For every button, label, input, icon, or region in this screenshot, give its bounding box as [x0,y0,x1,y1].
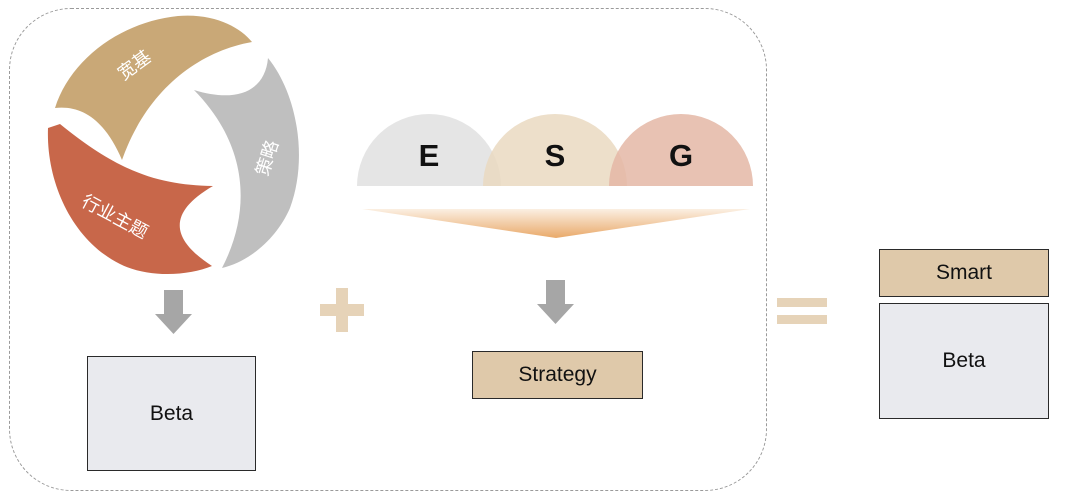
esg-semicircle-s [483,114,627,186]
plus-sign [320,288,364,332]
esg-funnel [362,209,750,238]
dashed-frame [9,8,767,491]
equals-sign [777,298,827,324]
esg-diagram: E S G [357,114,753,238]
beta-box-left: Beta [87,356,256,471]
esg-semicircle-g [609,114,753,186]
esg-letter-g: G [669,138,693,173]
beta-box-right: Beta [879,303,1049,419]
smart-box: Smart [879,249,1049,297]
cycle-segment-broad-base [55,15,252,161]
cycle-segment-industry-theme [47,124,214,274]
esg-semicircle-e [357,114,501,186]
esg-letter-e: E [419,138,440,173]
cycle-segment-strategy [194,58,299,268]
down-arrow-middle [537,280,574,324]
strategy-box: Strategy [472,351,643,399]
esg-letter-s: S [545,138,566,173]
down-arrow-left [155,290,192,334]
cycle-diagram: 宽基 策略 行业主题 [47,15,299,274]
